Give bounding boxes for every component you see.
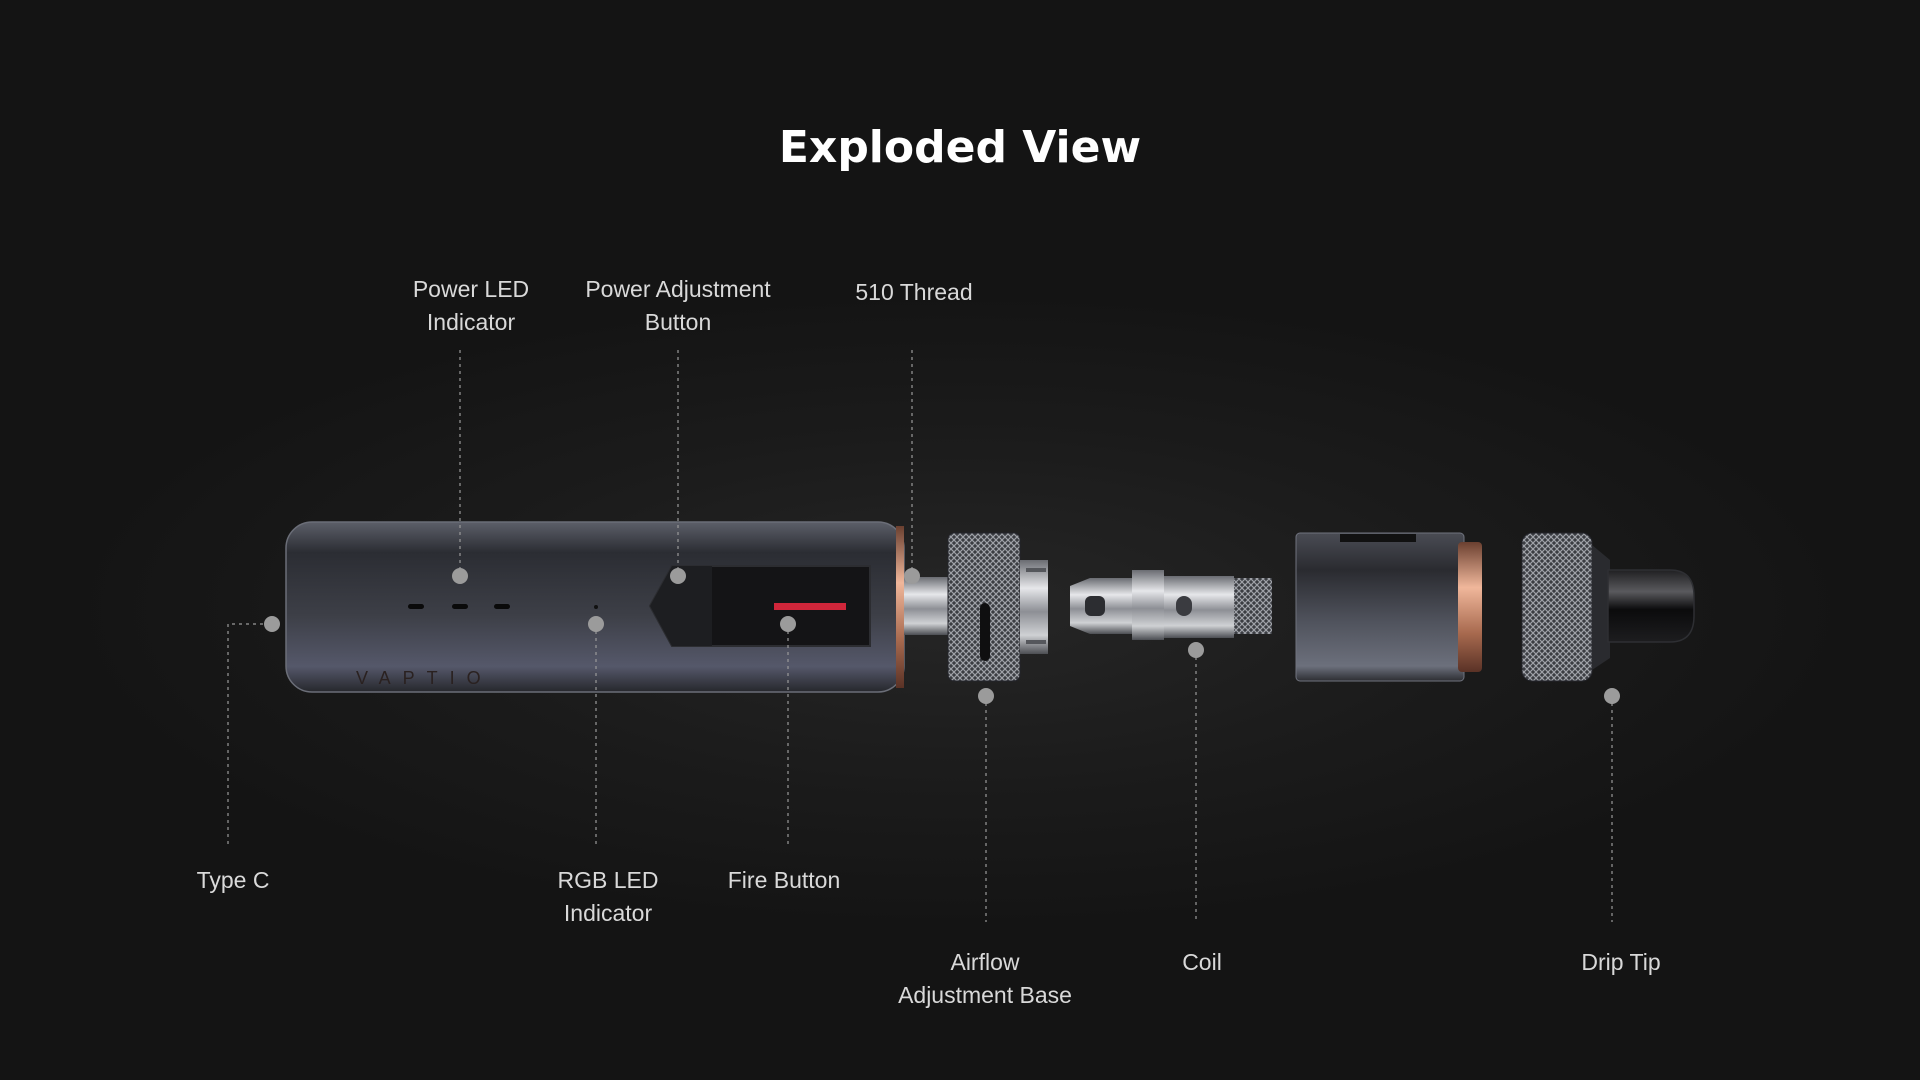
drip-tip — [1521, 532, 1695, 682]
brand-logo: VAPTIO — [356, 668, 493, 688]
callout-dot-drip-tip — [1604, 688, 1620, 704]
leader-lines — [227, 350, 1613, 922]
callout-dot-fire-button — [780, 616, 796, 632]
airflow-adjustment-base — [947, 532, 1048, 682]
label-type-c: Type C — [196, 867, 270, 893]
callout-dot-coil — [1188, 642, 1204, 658]
label-fire-button: Fire Button — [727, 867, 841, 893]
tank — [1295, 532, 1482, 682]
battery-body: VAPTIO — [285, 521, 905, 693]
label-drip-tip: Drip Tip — [1581, 949, 1661, 975]
thread-510 — [904, 577, 948, 635]
label-510-thread: 510 Thread — [855, 279, 973, 305]
page-title: Exploded View — [778, 122, 1142, 173]
callout-dot-rgb-led — [588, 616, 604, 632]
callout-dot-510-thread — [904, 568, 920, 584]
label-power-adjustment-button: Power Adjustment Button — [585, 276, 771, 335]
callout-dot-power-led — [452, 568, 468, 584]
label-airflow-adjustment-base: Airflow Adjustment Base — [898, 949, 1072, 1008]
label-rgb-led-indicator: RGB LED Indicator — [557, 867, 659, 926]
callout-dot-airflow — [978, 688, 994, 704]
callout-dot-power-adjustment — [670, 568, 686, 584]
label-power-led-indicator: Power LED Indicator — [412, 276, 530, 335]
label-coil: Coil — [1182, 949, 1222, 975]
coil — [1070, 570, 1272, 640]
callout-dot-type-c — [264, 616, 280, 632]
